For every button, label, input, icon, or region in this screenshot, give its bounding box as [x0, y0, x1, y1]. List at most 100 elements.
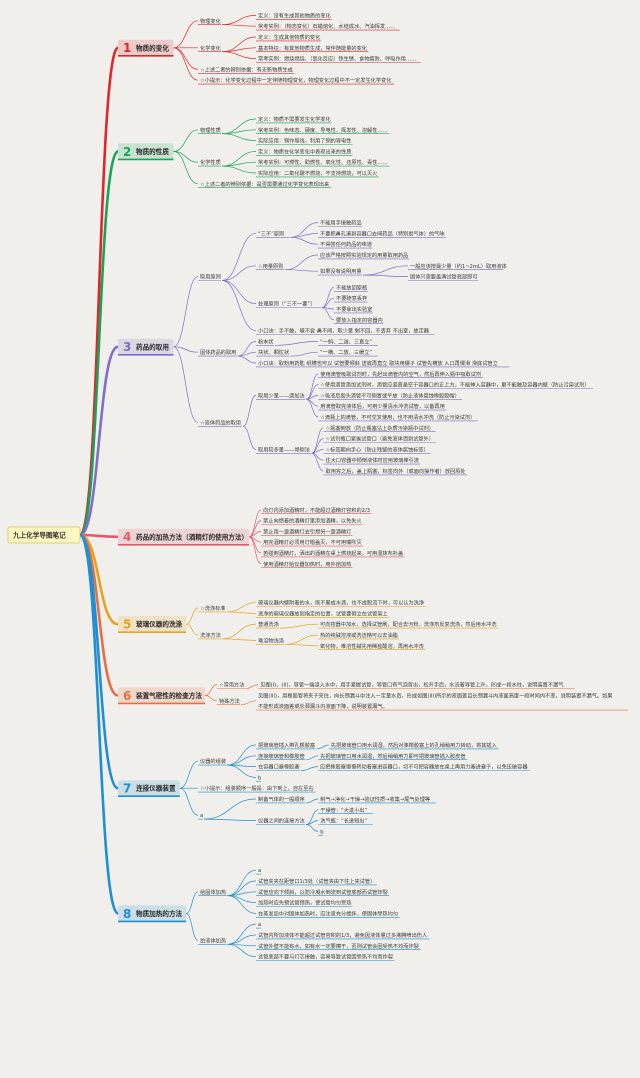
- leaf-node[interactable]: 难溶物洗涤: [222, 636, 285, 645]
- leaf-node[interactable]: 在容器口塞橡胶塞: [227, 763, 300, 771]
- leaf-node[interactable]: 块状、颗粒状: [237, 348, 290, 357]
- leaf-node[interactable]: 在蒸发皿中对固体加热时，应注意充分搅拌，使固体受热均匀: [227, 895, 400, 918]
- leaf-node[interactable]: 不要拿出实验室: [321, 305, 373, 314]
- leaf-node[interactable]: a: [227, 922, 261, 945]
- leaf-node[interactable]: 取用较多量——倾倒法: [242, 425, 311, 454]
- leaf-node[interactable]: 制备气体的一般顺序: [203, 795, 306, 820]
- leaf-node[interactable]: a: [227, 868, 261, 897]
- leaf-node[interactable]: 可向容器中加水，选择试管刷，配合去污粉，洗涤剂反复洗涤，然后用水冲洗: [279, 620, 499, 629]
- branch-node[interactable]: 物理变化: [173, 17, 222, 49]
- leaf-node[interactable]: 氧化物，难溶性碱先用稀盐酸溶，再用水冲洗: [285, 642, 425, 651]
- leaf-node[interactable]: 不得尝任何药品的味道: [290, 236, 373, 249]
- root-node[interactable]: 九上化学导图笔记: [7, 526, 81, 544]
- branch-node[interactable]: 洗涤方法: [186, 623, 222, 640]
- leaf-node[interactable]: 固体只需要盖满试管底部即可: [362, 273, 479, 281]
- leaf-node[interactable]: 常考实例：（物态变化）石蜡熔化、水结成冰、汽油挥发……: [221, 22, 400, 31]
- branch-node[interactable]: 给固体加热: [185, 888, 227, 914]
- leaf-node[interactable]: 常考实例：可燃性、助燃性、氧化性、还原性、毒性……: [221, 158, 390, 167]
- leaf-node[interactable]: 热的纯碱溶液或洗洁精可以去油脂: [285, 631, 399, 645]
- leaf-node[interactable]: 见图(I)、(II)，导管一端浸入水中，用手紧握试管，导管口有气泡冒出，松开手后…: [246, 681, 575, 689]
- leaf-node[interactable]: 洗净的玻璃仪器放到指定的位置，试管要倒立在试管架上: [227, 609, 390, 618]
- branch-node[interactable]: 固体药品的取用: [173, 346, 237, 357]
- leaf-node[interactable]: 先把玻璃管口用水润湿，然后稍稍用力即可把玻璃管插入胶皮管: [306, 752, 468, 761]
- node-text: ☆洗涤标准: [200, 604, 225, 612]
- leaf-node[interactable]: 加热时应先预试管预热，使试管均匀受热: [227, 895, 353, 907]
- leaf-node[interactable]: 洗气瓶：“长进短出”: [306, 817, 373, 825]
- branch-node[interactable]: 取用原则: [173, 273, 222, 348]
- branch-node[interactable]: 化学变化: [173, 44, 222, 53]
- leaf-node[interactable]: “一斜、二送、三直立”: [274, 337, 378, 346]
- branch-node[interactable]: 物理性质: [173, 126, 222, 152]
- leaf-node[interactable]: 处理原则（“三不一要”）: [221, 280, 321, 308]
- leaf-node[interactable]: 试管应向下倾斜，以防冷凝水倒流到试管底部而试管炸裂: [227, 888, 390, 897]
- leaf-node[interactable]: 要放入指定的容器内: [321, 307, 384, 325]
- node-text: 使用滴管吸取试剂时，先赶出滴管内的空气，然后再伸入瓶中吸取试剂: [320, 370, 481, 378]
- leaf-node[interactable]: 试管外壁不能有水，如有水一定要擦干，否则试管会因受热不均而炸裂: [227, 942, 421, 951]
- leaf-node[interactable]: 往大口容器中倾倒液体时应用玻璃棒引流: [311, 452, 421, 465]
- branch-node[interactable]: 使用酒精灯给仪器加热时，用外焰加热: [248, 536, 353, 569]
- leaf-node[interactable]: ☆用量原则: [221, 262, 285, 281]
- branch-node[interactable]: 仪器的组装: [179, 757, 227, 789]
- leaf-node[interactable]: 一般应该按最少量（约1~2mL）取用液体: [362, 262, 508, 276]
- node-text: ☆瓶塞倒放（防止瓶塞沾上杂质污染瓶中试剂）: [326, 424, 434, 432]
- leaf-node[interactable]: ☆吸液后胶头滴管不可倒置或平放（防止液体腐蚀橡胶胶帽）: [306, 391, 462, 400]
- branch-node[interactable]: 特殊方法: [204, 695, 240, 706]
- leaf-node[interactable]: 常考实例：燃烧燃烧、（氧化反应）铁生锈、食物腐败、呼吸作用……: [221, 51, 421, 63]
- leaf-node[interactable]: ☆标签朝向手心（防止残留的液体腐蚀标签）: [311, 445, 431, 454]
- node-text: 取用完之后，盖上瓶塞，标签向外（或面向操作者）放回原处: [326, 467, 466, 475]
- section-number: 6: [123, 689, 131, 703]
- leaf-node[interactable]: 常考实例：色味态、硬度、导电性、挥发性、溶解性……: [221, 126, 390, 135]
- branch-node[interactable]: a: [179, 787, 203, 820]
- leaf-node[interactable]: 应把橡胶塞慢慢转动着塞进容器口，切不可把容器放在桌上再用力塞进塞子，以免压破容器: [300, 763, 530, 771]
- node-text: 给固体加热: [200, 888, 227, 896]
- leaf-node[interactable]: 如果没有说明用量: [285, 267, 362, 276]
- leaf-node[interactable]: b: [227, 764, 262, 782]
- leaf-node[interactable]: 实际应用：铜作导线，利用了铜的导电性: [221, 133, 353, 145]
- leaf-node[interactable]: “三不”原则: [221, 229, 290, 281]
- leaf-node[interactable]: 小口诀：取粉用药匙 纸槽也可以 试管要倾斜 送底再直立 取块用镊子 试管先横放 …: [237, 355, 510, 368]
- branch-node[interactable]: ☆洗涤标准: [186, 604, 227, 625]
- leaf-node[interactable]: 普通洗涤: [222, 620, 279, 640]
- branch-node[interactable]: ☆小提示：化学变化过程中一定伴随物理变化，物理变化过程中不一定发生化学变化: [173, 47, 395, 85]
- leaf-node[interactable]: ☆滴瓶上的滴管，不可交叉使用，也不用清水冲洗（防止污染试剂）: [306, 398, 478, 422]
- leaf-node[interactable]: 应该严格按照实验规定的用量取用药品: [285, 251, 410, 271]
- leaf-node[interactable]: 先把玻璃管口用水润湿，然后对准橡胶塞上的孔稍稍用力转动，将其插入: [316, 741, 499, 750]
- branch-node[interactable]: 禁止用一盏酒精灯去引燃另一盏酒精灯: [249, 527, 353, 538]
- branch-node[interactable]: ☆小提示：组装顺序一般是：由下到上，自左至右: [179, 784, 316, 793]
- leaf-node[interactable]: 取用完之后，盖上瓶塞，标签向外（或面向操作者）放回原处: [311, 452, 468, 476]
- branch-node[interactable]: 化学性质: [173, 151, 222, 167]
- branch-node[interactable]: 用完酒精灯必须用灯帽盖灭，不可用嘴吹灭: [249, 536, 363, 547]
- branch-node[interactable]: ☆液体药品的取用: [173, 346, 243, 427]
- leaf-node[interactable]: 定义：没有生成其他物质的变化: [221, 11, 332, 26]
- leaf-node[interactable]: 用滴管取完液体后，可用少量清水冲洗试管，以备再用: [306, 398, 447, 411]
- leaf-node[interactable]: “一横、二放、三缓立”: [290, 348, 378, 357]
- leaf-node[interactable]: 取用少量——滴加法: [242, 391, 306, 427]
- leaf-node[interactable]: 试管内所加液体不能超过试管容积的1/3，避免因液体量过多沸腾喷出伤人: [227, 931, 430, 945]
- leaf-node[interactable]: 试管底部不要与灯芯接触，容易导致试管因受热不均而炸裂: [227, 943, 395, 961]
- leaf-node[interactable]: 制气→净化→干燥→验证性质→收集→尾气处理等: [306, 795, 436, 804]
- leaf-node[interactable]: 基本特征：有其他物质生成，常伴随能量的变化: [221, 44, 369, 53]
- branch-node[interactable]: ☆上述二者的辨别依据：是否需要通过化学变化表现出来: [173, 151, 332, 188]
- leaf-node[interactable]: 玻璃仪器内壁附着的水，既不聚成水滴，也不成股流下时，可以认为洗净: [227, 599, 426, 613]
- leaf-node[interactable]: 不要把鼻孔凑到容器口去闻药品（特别是气体）的气味: [290, 229, 447, 238]
- leaf-node[interactable]: 小口诀：手不触，嘴不尝 鼻不闻，取少量 剩不回，不丢弃 不出室，放定器: [221, 280, 435, 335]
- leaf-node[interactable]: 见图(III)，用橡胶管将夹子夹住，向长颈漏斗中注入一定量水后，形成如图(III…: [240, 691, 629, 711]
- leaf-node[interactable]: 实际应用：二氧化碳不燃烧，不支持燃烧，可以灭火: [221, 165, 379, 178]
- branch-node[interactable]: 给液体加热: [185, 913, 227, 945]
- node-text: 常考实例：（物态变化）石蜡熔化、水结成冰、汽油挥发……: [258, 22, 395, 30]
- leaf-node[interactable]: b: [306, 824, 324, 836]
- node-text: 化学性质: [200, 158, 221, 166]
- branch: 化学变化定义：生成其他物质的变化基本特征：有其他物质生成，常伴随能量的变化常考实…: [173, 33, 421, 63]
- leaf-node[interactable]: 仪器之间的连接方法: [203, 817, 306, 825]
- branch-node[interactable]: ☆常用方法: [204, 681, 246, 696]
- section-number: 7: [123, 782, 131, 796]
- leaf-node[interactable]: 不要随意丢弃: [321, 294, 368, 308]
